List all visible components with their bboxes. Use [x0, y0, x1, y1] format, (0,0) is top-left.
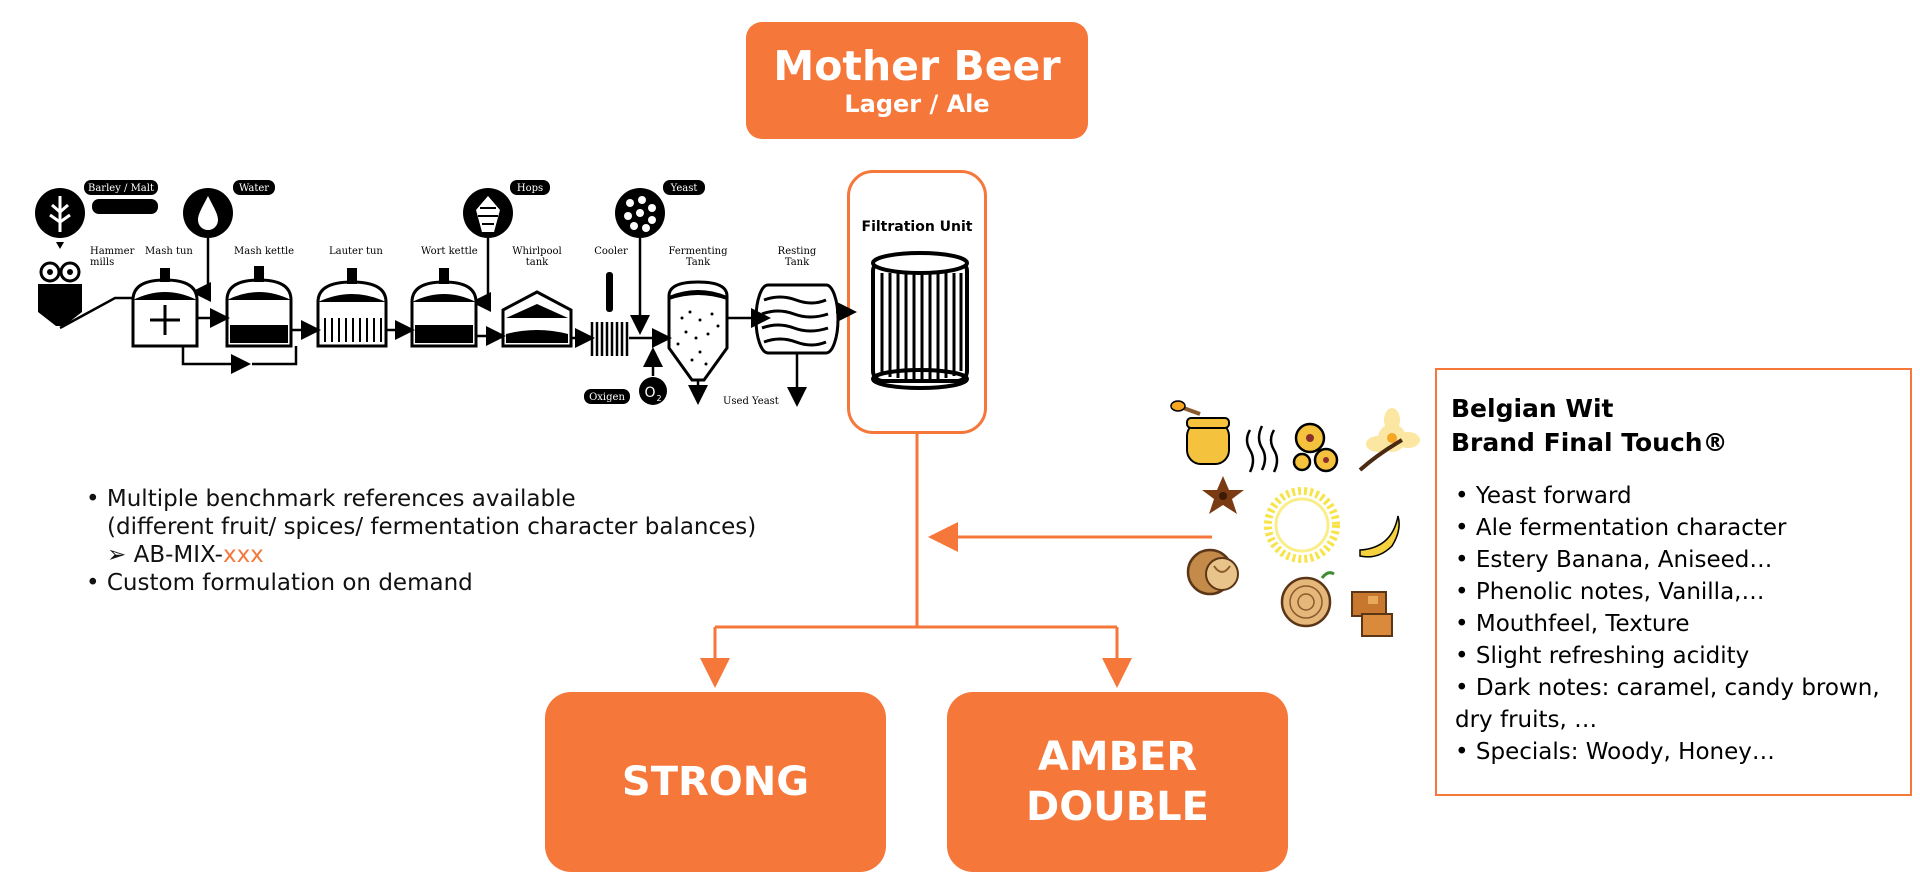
svg-text:Tank: Tank: [686, 257, 711, 268]
list-item: • Slight refreshing acidity: [1455, 643, 1750, 669]
vanilla-flower-icon: [1358, 408, 1420, 472]
walnut-icon: [1186, 548, 1239, 596]
wort-kettle-icon: [410, 268, 478, 348]
benchmark-mix-prefix: AB-MIX-: [133, 542, 223, 568]
step-hammer-mills: Hammer: [90, 246, 135, 257]
mother-beer-box: Mother Beer Lager / Ale: [746, 22, 1088, 139]
o2-subscript: 2: [656, 394, 661, 403]
benchmark-line-4: • Custom formulation on demand: [86, 570, 473, 596]
svg-text:Tank: Tank: [785, 257, 810, 268]
belgian-wit-title: Belgian Wit Brand Final Touch®: [1451, 392, 1728, 460]
whirlpool-tank-icon: [501, 290, 573, 348]
caramel-icon: [1351, 591, 1393, 637]
mash-kettle-icon: [225, 266, 293, 348]
ingredient-hops: Hops: [517, 183, 543, 194]
benchmark-line-2: (different fruit/ spices/ fermentation c…: [107, 514, 757, 540]
flow-arrows: [181, 308, 771, 374]
amber-label-line1: AMBER: [1037, 734, 1198, 780]
ingredient-labels: Barley / Malt Water Hops Yeast: [84, 180, 705, 214]
step-labels: Hammer mills Mash tun Mash kettle Lauter…: [90, 246, 817, 268]
belgian-wit-title-line2: Brand Final Touch®: [1451, 428, 1728, 457]
benchmark-mix-suffix: xxx: [222, 542, 264, 568]
step-whirlpool: Whirlpool: [512, 246, 562, 257]
orange-connectors: [700, 434, 1212, 688]
aroma-icon: [1245, 425, 1279, 473]
list-item: • Ale fermentation character: [1455, 515, 1787, 541]
oxigen-indicator: Oxigen O 2: [584, 347, 667, 405]
strong-box: STRONG: [545, 692, 886, 872]
yeast-icon: [615, 188, 665, 238]
list-item: • Phenolic notes, Vanilla,…: [1455, 579, 1765, 605]
fermenting-tank-icon: [667, 280, 729, 405]
ingredient-arrows: [191, 238, 650, 335]
list-item: • Yeast forward: [1455, 483, 1632, 509]
svg-text:mills: mills: [90, 257, 114, 268]
step-resting: Resting: [778, 246, 817, 257]
water-drop-icon: [183, 188, 233, 238]
list-item: • Mouthfeel, Texture: [1455, 611, 1690, 637]
citrus-ring-icon: [1264, 487, 1340, 563]
benchmark-mix-line: ➢ AB-MIX-xxx: [86, 541, 756, 569]
lauter-tun-icon: [316, 268, 388, 348]
amber-double-box: AMBER DOUBLE: [947, 692, 1288, 872]
mash-tun-icon: [131, 268, 199, 348]
mother-beer-title: Mother Beer: [773, 41, 1061, 90]
benchmark-line-1: • Multiple benchmark references availabl…: [86, 486, 576, 512]
yeast-cells-icon: [1292, 422, 1339, 473]
step-fermenting: Fermenting: [669, 246, 729, 257]
filtration-unit-label: Filtration Unit: [861, 219, 973, 235]
benchmark-arrow: ➢: [107, 542, 127, 568]
amber-label-line2: DOUBLE: [1026, 784, 1209, 830]
oxigen-label: Oxigen: [589, 392, 625, 403]
filtration-cylinder-icon: [871, 251, 969, 390]
list-item: • Specials: Woody, Honey…: [1455, 739, 1775, 765]
belgian-wit-list: • Yeast forward • Ale fermentation chara…: [1455, 480, 1905, 768]
honey-icon: [1170, 400, 1230, 465]
used-yeast-label: Used Yeast: [723, 396, 779, 407]
cooler-icon: [590, 272, 629, 356]
step-mash-tun: Mash tun: [145, 246, 193, 257]
benchmark-list: • Multiple benchmark references availabl…: [86, 485, 756, 597]
step-mash-kettle: Mash kettle: [234, 246, 294, 257]
hammer-mill-icon: [38, 261, 82, 326]
filtration-unit-box: Filtration Unit: [847, 170, 987, 434]
banana-icon: [1359, 515, 1400, 558]
o2-label: O: [644, 385, 655, 401]
step-cooler: Cooler: [594, 246, 628, 257]
list-item: • Dark notes: caramel, candy brown, dry …: [1455, 675, 1880, 733]
wood-log-icon: [1280, 571, 1335, 628]
step-wort-kettle: Wort kettle: [421, 246, 478, 257]
star-anise-icon: [1202, 476, 1244, 514]
strong-label: STRONG: [621, 759, 810, 805]
hops-icon: [463, 188, 513, 238]
ingredient-water: Water: [239, 183, 269, 194]
barley-icon: [35, 188, 85, 249]
resting-tank-icon: [754, 283, 857, 407]
belgian-wit-title-line1: Belgian Wit: [1451, 394, 1614, 423]
mother-beer-subtitle: Lager / Ale: [844, 89, 990, 118]
belgian-wit-panel: Belgian Wit Brand Final Touch® • Yeast f…: [1435, 368, 1912, 796]
svg-text:tank: tank: [526, 257, 549, 268]
ingredient-yeast: Yeast: [670, 183, 698, 194]
list-item: • Estery Banana, Aniseed…: [1455, 547, 1773, 573]
step-lauter-tun: Lauter tun: [329, 246, 383, 257]
ingredient-barley: Barley / Malt: [88, 183, 154, 194]
